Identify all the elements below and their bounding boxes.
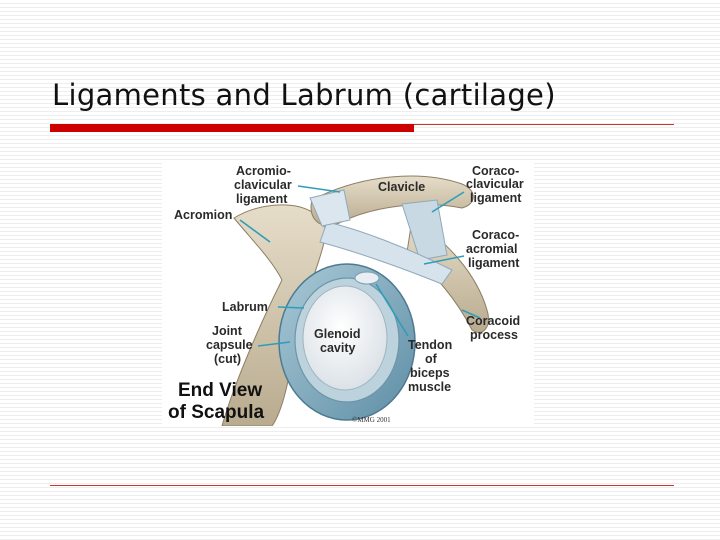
scapula-bone	[221, 204, 328, 426]
glenoid-cavity	[302, 285, 388, 391]
label-acromion: Acromion	[174, 208, 232, 222]
copyright-notice: ©MMG 2001	[352, 416, 391, 424]
caption-end-view-line1: End View	[178, 380, 262, 401]
shoulder-anatomy-illustration: Acromio- clavicular ligament Acromion Cl…	[168, 164, 524, 426]
label-clavicle: Clavicle	[378, 180, 425, 194]
label-tendon-line3: biceps	[410, 366, 450, 380]
label-coracoclavicular-line1: Coraco-	[472, 164, 519, 178]
label-coracoacromial-line2: acromial	[466, 242, 517, 256]
label-acromioclavicular-line2: clavicular	[234, 178, 292, 192]
biceps-tendon-stub	[354, 271, 380, 285]
label-coracoacromial-line1: Coraco-	[472, 228, 519, 242]
label-tendon-line4: muscle	[408, 380, 451, 394]
label-tendon-line2: of	[425, 352, 438, 366]
label-glenoid-line1: Glenoid	[314, 327, 361, 341]
acromioclavicular-ligament	[309, 189, 351, 227]
label-joint-capsule-line2: capsule	[206, 338, 253, 352]
label-joint-capsule-line1: Joint	[212, 324, 243, 338]
label-acromioclavicular-line1: Acromio-	[236, 164, 291, 178]
coracoclavicular-ligament	[401, 199, 448, 261]
label-joint-capsule-line3: (cut)	[214, 352, 241, 366]
caption-end-view-line2: of Scapula	[168, 402, 265, 423]
label-glenoid-line2: cavity	[320, 341, 355, 355]
slide-title: Ligaments and Labrum (cartilage)	[52, 78, 556, 112]
label-coracoclavicular-line2: clavicular	[466, 177, 524, 191]
title-underline-thin	[414, 124, 674, 125]
shoulder-anatomy-figure: Acromio- clavicular ligament Acromion Cl…	[162, 160, 534, 426]
title-underline-red	[50, 124, 414, 132]
label-coracoclavicular-line3: ligament	[470, 191, 522, 205]
label-coracoid-line1: Coracoid	[466, 314, 520, 328]
footer-rule	[50, 485, 674, 486]
label-coracoacromial-line3: ligament	[468, 256, 520, 270]
label-coracoid-line2: process	[470, 328, 518, 342]
label-tendon-line1: Tendon	[408, 338, 452, 352]
label-labrum: Labrum	[222, 300, 268, 314]
coracoacromial-ligament	[319, 221, 453, 285]
label-acromioclavicular-line3: ligament	[236, 192, 288, 206]
